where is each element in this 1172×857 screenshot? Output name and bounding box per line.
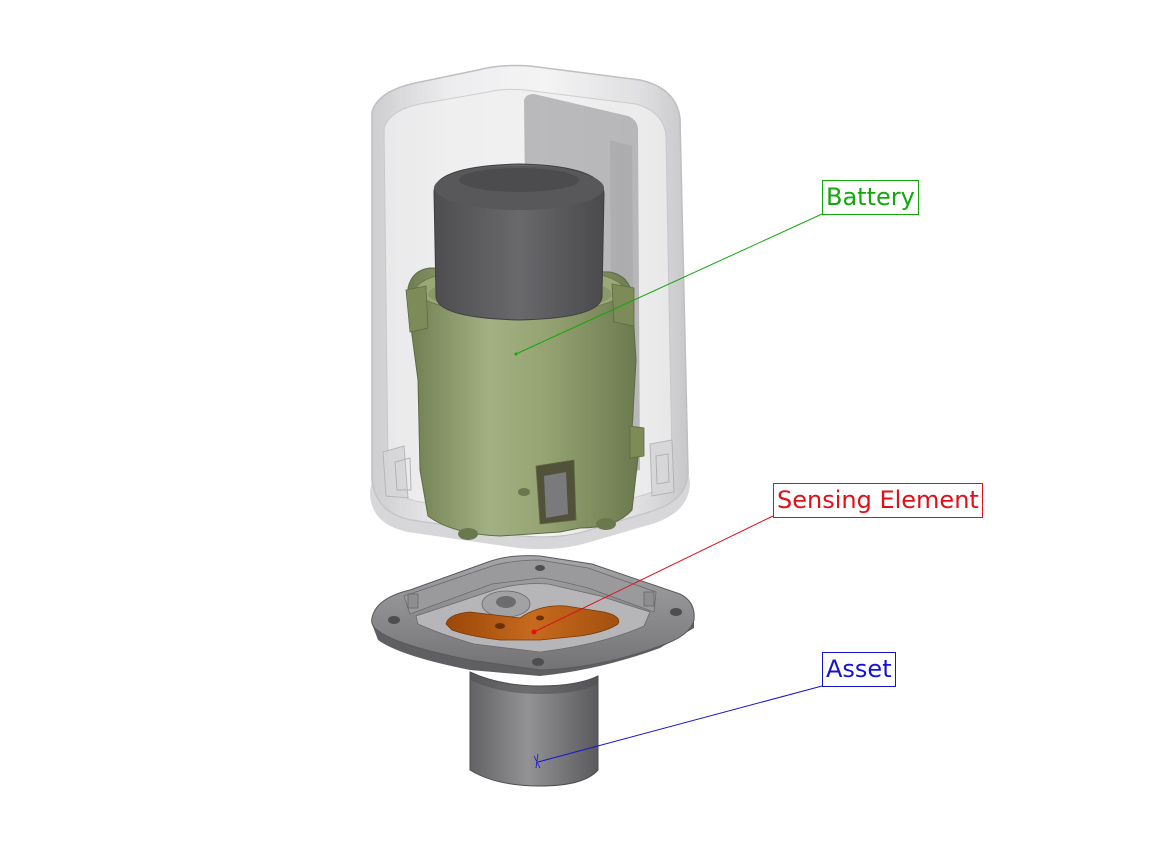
sensing-element-label: Sensing Element <box>773 483 983 518</box>
asset-post <box>469 671 599 787</box>
asset-label: Asset <box>822 652 896 687</box>
battery-label: Battery <box>822 180 919 215</box>
battery-cell <box>433 163 605 321</box>
asset-leader <box>533 685 823 769</box>
sensing-leader <box>531 515 774 635</box>
battery-leader <box>514 213 823 356</box>
sensing-element <box>445 605 620 641</box>
